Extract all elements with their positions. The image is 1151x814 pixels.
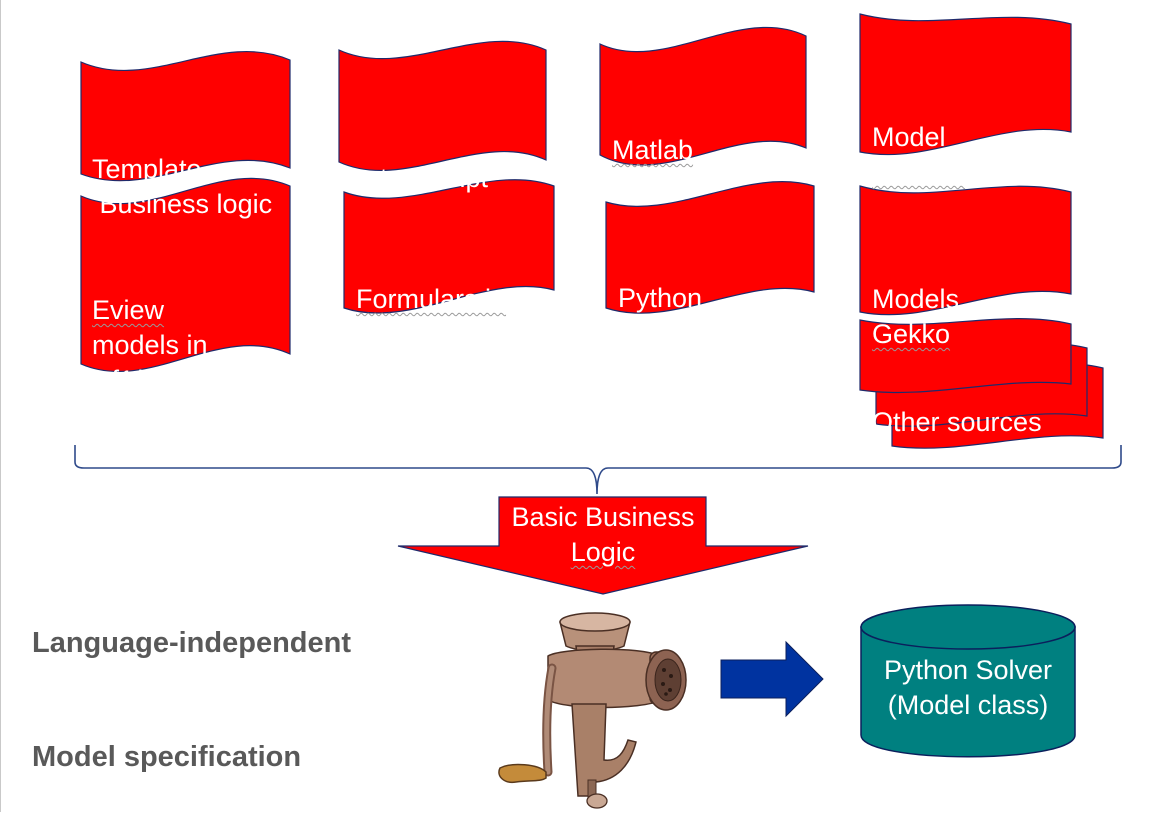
- document-shape-matlab: [599, 26, 807, 166]
- document-shape-latex: [338, 40, 547, 171]
- document-label-template: Template Business logic: [92, 154, 273, 219]
- document-shape-eview: [80, 177, 291, 373]
- document-shape-python: [605, 181, 815, 314]
- business-logic-arrow: [397, 496, 809, 595]
- document-shape-aremos: [859, 13, 1072, 156]
- grouping-brace: [74, 445, 1122, 495]
- document-label-other: Other sources: [872, 407, 1042, 437]
- arrow-label: Basic Business Logic: [511, 502, 695, 567]
- python-solver-cylinder: [860, 604, 1076, 758]
- document-shape-gekko: [859, 185, 1072, 316]
- document-label-latex: Latex script: [350, 163, 489, 193]
- document-shape-template: [80, 51, 291, 182]
- solver-label: Python Solver (Model class): [883, 655, 1053, 720]
- right-arrow-icon: [720, 640, 824, 718]
- left-edge-rule: [0, 0, 1, 812]
- document-shape-excel: [343, 179, 555, 314]
- meat-grinder-icon: [498, 612, 687, 809]
- specification-heading: Language-independent Model specification: [32, 627, 351, 773]
- document-shape-other: [859, 318, 1072, 394]
